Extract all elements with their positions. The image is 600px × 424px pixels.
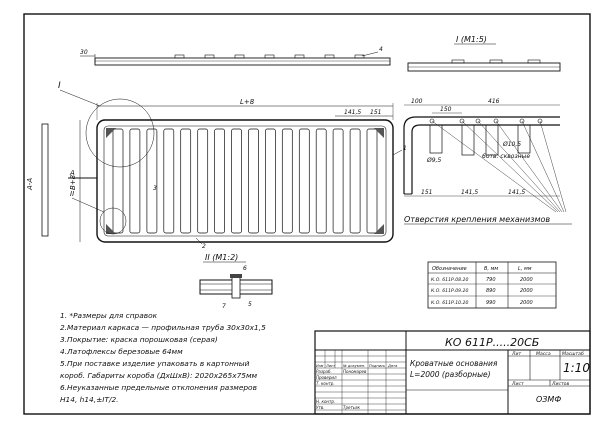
slat	[146, 128, 158, 234]
tb-tcontrol-label: Т. контр.	[316, 381, 335, 386]
tb-product-name-1: Кроватные основания	[410, 359, 498, 368]
tb-col-izm: Изм	[316, 364, 324, 368]
note-5: 5.При поставке изделие упаковать в карто…	[60, 359, 250, 368]
table-header-b: B, мм	[484, 266, 498, 272]
dim-width: B+8	[69, 174, 77, 190]
tb-col-doc: № докумен.	[342, 364, 365, 368]
slat	[366, 128, 378, 234]
slat	[112, 128, 124, 234]
title-block: Изм Лист № докумен. Подпись Дата Разраб.…	[314, 330, 591, 415]
slats	[112, 128, 378, 234]
detail-ii-title: II (M1:2)	[205, 253, 238, 262]
pos-6-label: 6	[243, 265, 247, 272]
callout-i-label: I	[58, 81, 61, 91]
pos-1-label: 1	[403, 145, 407, 152]
holes-note: 6отв. сквозные	[482, 153, 530, 160]
tb-sheets-label: Листов	[551, 381, 569, 387]
tb-company: ОЗМФ	[536, 395, 561, 404]
tb-approved-name: Третьяк	[343, 405, 361, 410]
pos-4-label: 4	[379, 46, 383, 53]
note-3: 3.Покрытие: краска порошковая (серая)	[60, 335, 218, 344]
slat	[265, 128, 276, 234]
note-6-cont: H14, h14,±IT/2.	[60, 395, 119, 404]
slat	[180, 128, 192, 234]
slat	[163, 128, 175, 234]
table-row-2-designation: К.О. 611Р.09.20	[431, 288, 468, 294]
note-4: 4.Латофлексы березовые 64мм	[60, 347, 183, 356]
note-6: 6.Неуказанные предельные отклонения разм…	[60, 383, 257, 392]
detail-i-title: I (M1:5)	[456, 35, 487, 44]
detail-ii-view: II (M1:2) 6 7 5	[199, 253, 273, 310]
detail-i-top-view: I (M1:5)	[407, 35, 561, 72]
dim-141-5-b: 141,5	[461, 189, 478, 196]
tb-lit-label: Лит	[511, 351, 521, 357]
slat	[298, 128, 310, 234]
tb-approved-label: Утв.	[316, 405, 324, 410]
dim-length: L+8	[240, 98, 255, 106]
tb-ncontrol-label: Н. контр.	[316, 399, 335, 404]
dim-151-bottom: 151	[421, 189, 432, 196]
dim-150: 150	[440, 106, 452, 113]
table-row-2-l: 2000	[520, 288, 533, 294]
section-a-label: A	[69, 169, 75, 177]
slat	[332, 128, 344, 234]
note-2: 2.Материал каркаса — профильная труба 30…	[60, 323, 266, 332]
table-row-1-designation: К.О. 611Р.08.20	[431, 277, 468, 283]
tb-scale-value: 1:10	[563, 361, 590, 375]
dim-416: 416	[488, 98, 500, 105]
slat	[281, 128, 293, 234]
table-row-3-designation: К.О. 611Р.10.20	[431, 300, 468, 306]
dim-hole-95: Ø9,5	[426, 157, 441, 164]
pos-5-label: 5	[248, 301, 252, 308]
slat	[349, 128, 361, 234]
table-row-2-b: 890	[486, 288, 496, 294]
main-plan-view: L+8 141,5 151 B+8 A I II 1 3 2	[58, 81, 407, 250]
dim-100: 100	[411, 98, 423, 105]
tb-col-sign: Подпись	[369, 364, 385, 368]
section-aa-label: A-A	[26, 178, 34, 191]
note-5-cont: короб. Габариты короба (ДхШхВ): 2020х265…	[60, 371, 258, 380]
slat	[231, 128, 242, 234]
top-side-view: 30 4	[80, 46, 391, 66]
spec-table: Обозначение B, мм L, мм К.О. 611Р.08.20 …	[427, 261, 557, 309]
pos-3-label: 3	[153, 185, 157, 192]
general-notes: 1. *Размеры для справок 2.Материал карка…	[60, 311, 266, 404]
pos-7-label: 7	[222, 303, 226, 310]
section-aa-view: A-A	[26, 123, 49, 237]
slat	[248, 128, 259, 234]
tb-mass-label: Масса	[536, 351, 551, 357]
tb-col-list: Лист	[325, 364, 336, 368]
table-header-designation: Обозначение	[432, 266, 467, 272]
slat	[197, 128, 209, 234]
tb-checked-label: Проверил	[316, 375, 337, 380]
tb-developer-name: Пономарев	[343, 369, 367, 374]
table-row-3-l: 2000	[520, 300, 533, 306]
slat	[129, 128, 141, 234]
table-header-l: L, мм	[518, 266, 532, 272]
tb-developer-label: Разраб.	[316, 369, 332, 374]
pos-2-label: 2	[202, 243, 206, 250]
table-row-3-b: 990	[486, 300, 496, 306]
table-row-1-l: 2000	[520, 277, 533, 283]
tb-col-date: Дата	[387, 364, 397, 368]
tb-sheet-label: Лист	[511, 381, 524, 387]
dim-141-5-c: 141,5	[508, 189, 525, 196]
table-row-1-b: 790	[486, 277, 496, 283]
holes-caption: Отверстия крепления механизмов	[404, 215, 550, 224]
tb-scale-label: Масштаб	[562, 351, 584, 357]
dim-30: 30	[80, 49, 88, 56]
sheet-frame	[23, 13, 591, 415]
slat	[315, 128, 327, 234]
tb-product-name-2: L=2000 (разборные)	[410, 370, 491, 379]
slat	[214, 128, 225, 234]
tb-doc-number: КО 611Р.....20СБ	[445, 336, 539, 349]
detail-i-section: 100 416 150 Ø9,5 Ø10,5 6отв. сквозные 15…	[403, 98, 572, 225]
note-1: 1. *Размеры для справок	[60, 311, 158, 320]
callout-ii-label: II	[70, 190, 74, 198]
dim-141-5-top: 141,5	[344, 109, 361, 116]
dim-hole-105: Ø10,5	[502, 141, 521, 148]
dim-151-top: 151	[370, 109, 381, 116]
